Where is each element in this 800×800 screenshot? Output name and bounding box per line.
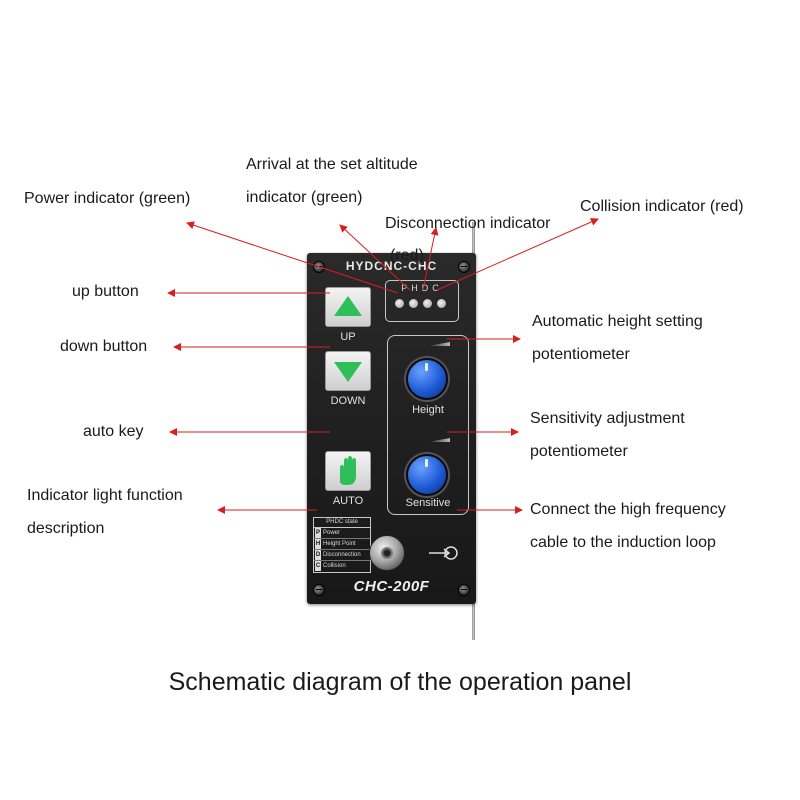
power-led [395,299,404,308]
disconnection-label-line2: (red) [390,247,424,264]
diagram-caption: Schematic diagram of the operation panel [168,668,632,696]
sensitive-scale [428,438,450,442]
disconnection-led [423,299,432,308]
auto-button[interactable]: AUTO [325,451,371,507]
sens-pot-label-line2: potentiometer [530,443,628,460]
sensitive-label: Sensitive [405,497,451,509]
down-button[interactable]: DOWN [325,351,371,407]
operation-panel: HYDCNC-CHC PHDC UP DOWN AUTO [307,253,476,604]
collision-label: Collision indicator (red) [580,198,744,215]
height-knob[interactable] [406,358,448,400]
sensitive-knob[interactable] [406,454,448,496]
up-arrow-icon [334,296,362,316]
up-button-label: up button [72,283,139,300]
screw-icon [313,584,325,596]
up-button[interactable]: UP [325,287,371,343]
power-arrow [186,221,399,294]
down-label: DOWN [330,395,366,407]
auto-key[interactable] [325,451,371,491]
bnc-connector[interactable] [369,535,405,571]
auto-key-label: auto key [83,423,144,440]
connect-arrow-icon [429,546,458,560]
indicator-desc-label: Indicator light function [27,487,183,504]
disconnection-label: Disconnection indicator [385,215,551,232]
panel-brand: HYDCNC-CHC [345,259,438,273]
height-pot-label-line2: potentiometer [532,346,630,363]
potentiometer-group: Height Sensitive [387,335,469,515]
down-key[interactable] [325,351,371,391]
collision-led [437,299,446,308]
arrival-label-line2: indicator (green) [246,189,363,206]
height-led [409,299,418,308]
disconnection-arrow [422,227,439,291]
hand-icon [340,456,356,485]
screw-icon [458,584,470,596]
height-pot-label: Automatic height setting [532,313,703,330]
down-button-label: down button [60,338,148,355]
hf-label-line2: cable to the induction loop [530,534,716,551]
screw-icon [458,261,470,273]
led-letters: PHDC [401,283,443,293]
model-name: CHC-200F [353,578,430,595]
indicator-desc-label-line2: description [27,520,105,537]
hf-label: Connect the high frequency [530,501,726,518]
arrival-arrow [339,224,411,291]
power-label: Power indicator (green) [24,190,191,207]
up-key[interactable] [325,287,371,327]
height-scale [428,342,450,346]
led-indicator-group: PHDC [385,280,459,322]
collision-arrow [436,218,599,291]
sens-pot-label: Sensitivity adjustment [530,410,685,427]
height-label: Height [412,404,444,416]
auto-label: AUTO [332,495,364,507]
down-arrow-icon [334,362,362,382]
state-table-title: PHDC state [314,518,370,528]
arrival-label: Arrival at the set altitude [246,156,418,173]
up-label: UP [340,331,356,343]
